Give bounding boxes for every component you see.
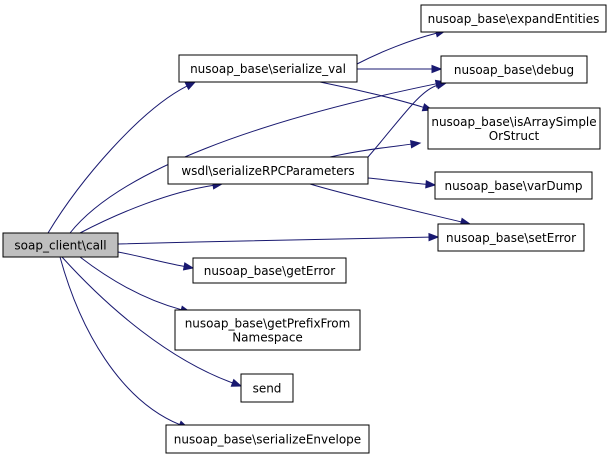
- node-box: [167, 156, 369, 185]
- edge-line: [319, 81, 424, 108]
- edge-soap-client-call-to-serializeenvelope: [59, 256, 190, 429]
- edge-line: [329, 143, 412, 158]
- node-label: nusoap_base\getPrefixFrom: [185, 317, 351, 331]
- node-box: [240, 373, 294, 403]
- edge-line: [367, 84, 438, 158]
- nodes-layer: soap_client\call nusoap_base\serialize_va…: [2, 4, 607, 454]
- node-box: [440, 55, 588, 84]
- node-box: [2, 232, 119, 258]
- node-box: [165, 424, 370, 454]
- edge-soap-client-call-to-send: [61, 256, 243, 387]
- edge-wsdl-serializerpcparameters-to-isarraysimpleorstruct: [329, 140, 422, 158]
- node-label: nusoap_base\varDump: [445, 179, 583, 193]
- node-label: wsdl\serializeRPCParameters: [181, 164, 354, 178]
- node-label: send: [253, 382, 282, 396]
- node-wsdl-serialize-rpc-parameters[interactable]: wsdl\serializeRPCParameters: [167, 156, 369, 185]
- edge-line: [356, 32, 437, 65]
- edge-soap-client-call-to-getprefixfromnamespace: [79, 256, 192, 314]
- node-label: nusoap_base\expandEntities: [428, 12, 600, 26]
- arrowhead-icon: [425, 180, 437, 189]
- edge-serialize-val-to-expandentities: [356, 29, 447, 65]
- node-label: soap_client\call: [14, 239, 106, 253]
- node-box: [434, 171, 593, 200]
- node-label: nusoap_base\isArraySimple: [431, 115, 596, 129]
- node-set-error[interactable]: nusoap_base\setError: [437, 223, 585, 252]
- edge-line: [79, 184, 214, 234]
- arrowhead-icon: [431, 64, 443, 74]
- arrowhead-icon: [182, 262, 195, 271]
- arrowhead-icon: [184, 81, 197, 91]
- arrowhead-icon: [410, 140, 422, 149]
- node-box: [437, 223, 585, 252]
- node-get-error[interactable]: nusoap_base\getError: [192, 257, 347, 284]
- node-var-dump[interactable]: nusoap_base\varDump: [434, 171, 593, 200]
- node-box: [420, 4, 607, 33]
- edge-line: [117, 251, 185, 267]
- node-box: [174, 309, 361, 351]
- node-label: Namespace: [232, 331, 303, 345]
- edge-line: [309, 183, 462, 223]
- node-label: nusoap_base\debug: [454, 63, 574, 77]
- arrowhead-icon: [428, 232, 440, 242]
- node-box: [178, 54, 358, 83]
- node-expand-entities[interactable]: nusoap_base\expandEntities: [420, 4, 607, 33]
- edge-wsdl-serializerpcparameters-to-vardump: [367, 177, 437, 189]
- edge-soap-client-call-to-wsdl-serializerpcparameters: [79, 181, 224, 234]
- edge-line: [47, 85, 188, 234]
- edge-line: [69, 83, 437, 234]
- edge-soap-client-call-to-geterror: [117, 251, 195, 271]
- node-serialize-envelope[interactable]: nusoap_base\serializeEnvelope: [165, 424, 370, 454]
- edge-serialize-val-to-debug: [357, 64, 443, 74]
- edge-line: [117, 236, 430, 245]
- edge-line: [367, 177, 427, 185]
- arrowhead-icon: [230, 378, 243, 387]
- node-debug[interactable]: nusoap_base\debug: [440, 55, 588, 84]
- edge-line: [79, 256, 182, 311]
- edges-layer: [47, 29, 472, 429]
- node-label: nusoap_base\setError: [446, 231, 576, 245]
- node-soap-client-call: soap_client\call: [2, 232, 119, 258]
- node-label: nusoap_base\serializeEnvelope: [174, 433, 361, 447]
- edge-soap-client-call-to-seterror: [117, 232, 440, 245]
- node-serialize-val[interactable]: nusoap_base\serialize_val: [178, 54, 358, 83]
- node-label: OrStruct: [489, 129, 540, 143]
- node-label: nusoap_base\serialize_val: [190, 62, 346, 76]
- node-box: [192, 257, 347, 284]
- node-send[interactable]: send: [240, 373, 294, 403]
- node-label: nusoap_base\getError: [204, 264, 335, 278]
- node-box: [427, 107, 601, 150]
- edge-line: [61, 256, 233, 384]
- edge-line: [59, 256, 180, 426]
